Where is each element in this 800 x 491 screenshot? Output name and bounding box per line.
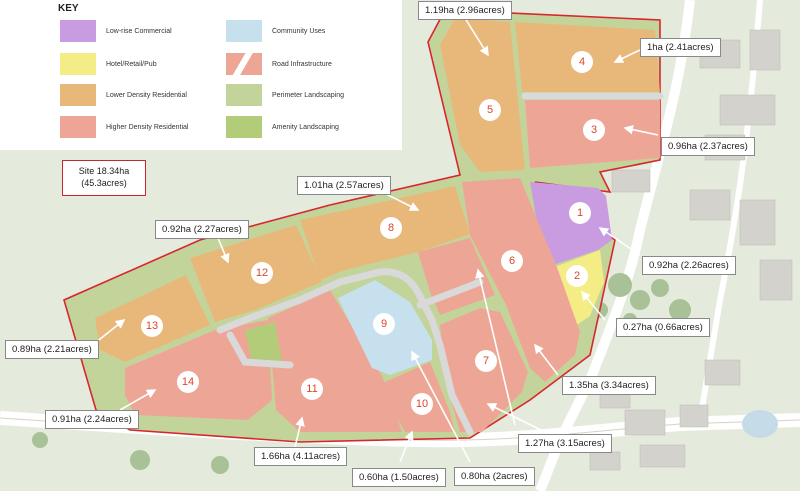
site-total-box: Site 18.34ha (45.3acres) bbox=[62, 160, 146, 196]
parcel-11 bbox=[268, 290, 402, 432]
area-label-6: 1.35ha (3.34acres) bbox=[562, 376, 656, 395]
key-item-amenity-landscaping: Amenity Landscaping bbox=[226, 116, 339, 138]
key-label: Community Uses bbox=[272, 27, 326, 35]
map-key: KEY Low-rise Commercial Hotel/Retail/Pub… bbox=[0, 0, 402, 150]
area-label-5: 1.19ha (2.96acres) bbox=[418, 1, 512, 20]
parcel-number-5: 5 bbox=[479, 99, 501, 121]
area-label-8: 1.01ha (2.57acres) bbox=[297, 176, 391, 195]
area-label-3: 0.96ha (2.37acres) bbox=[661, 137, 755, 156]
area-label-4: 1ha (2.41acres) bbox=[640, 38, 721, 57]
key-item-low-rise-commercial: Low-rise Commercial bbox=[60, 20, 172, 42]
area-label-11: 1.66ha (4.11acres) bbox=[254, 447, 348, 466]
parcel-6 bbox=[462, 178, 580, 382]
parcel-number-6: 6 bbox=[501, 250, 523, 272]
site-area: Site 18.34ha bbox=[78, 166, 130, 176]
parcel-number-10: 10 bbox=[411, 393, 433, 415]
area-label-1: 0.92ha (2.26acres) bbox=[642, 256, 736, 275]
key-swatch bbox=[226, 53, 262, 75]
area-label-10: 0.60ha (1.50acres) bbox=[352, 468, 446, 487]
key-item-hotel-retail-pub: Hotel/Retail/Pub bbox=[60, 53, 157, 75]
pond bbox=[742, 410, 778, 438]
key-swatch bbox=[60, 84, 96, 106]
area-label-2: 0.27ha (0.66acres) bbox=[616, 318, 710, 337]
key-title: KEY bbox=[58, 3, 79, 14]
key-item-perimeter-landscaping: Perimeter Landscaping bbox=[226, 84, 344, 106]
key-item-road-infrastructure: Road Infrastructure bbox=[226, 53, 332, 75]
key-item-higher-density-residential: Higher Density Residential bbox=[60, 116, 188, 138]
site-area-acres: (45.3acres) bbox=[81, 178, 127, 188]
parcel-number-9: 9 bbox=[373, 313, 395, 335]
parcel-number-1: 1 bbox=[569, 202, 591, 224]
area-label-13: 0.89ha (2.21acres) bbox=[5, 340, 99, 359]
parcel-5 bbox=[440, 18, 525, 172]
internal-roads bbox=[216, 92, 664, 436]
key-swatch bbox=[60, 53, 96, 75]
key-label: Amenity Landscaping bbox=[272, 123, 339, 131]
area-label-7: 1.27ha (3.15acres) bbox=[518, 434, 612, 453]
parcel-number-7: 7 bbox=[475, 350, 497, 372]
parcel-number-4: 4 bbox=[571, 51, 593, 73]
key-label: Hotel/Retail/Pub bbox=[106, 60, 157, 68]
parcel-number-12: 12 bbox=[251, 262, 273, 284]
key-swatch bbox=[226, 116, 262, 138]
key-swatch bbox=[226, 20, 262, 42]
key-swatch bbox=[60, 116, 96, 138]
key-item-lower-density-residential: Lower Density Residential bbox=[60, 84, 187, 106]
area-label-12: 0.92ha (2.27acres) bbox=[155, 220, 249, 239]
key-label: Road Infrastructure bbox=[272, 60, 332, 68]
area-label-14: 0.91ha (2.24acres) bbox=[45, 410, 139, 429]
key-swatch bbox=[60, 20, 96, 42]
key-label: Lower Density Residential bbox=[106, 91, 187, 99]
key-label: Perimeter Landscaping bbox=[272, 91, 344, 99]
parcel-number-8: 8 bbox=[380, 217, 402, 239]
parcel-number-3: 3 bbox=[583, 119, 605, 141]
parcel-number-13: 13 bbox=[141, 315, 163, 337]
key-item-community-uses: Community Uses bbox=[226, 20, 325, 42]
parcel-number-2: 2 bbox=[566, 265, 588, 287]
parcel-number-11: 11 bbox=[301, 378, 323, 400]
area-label-9: 0.80ha (2acres) bbox=[454, 467, 535, 486]
amenity-landscaping bbox=[245, 322, 282, 362]
key-label: Low-rise Commercial bbox=[106, 27, 172, 35]
parcel-number-14: 14 bbox=[177, 371, 199, 393]
key-swatch bbox=[226, 84, 262, 106]
key-label: Higher Density Residential bbox=[106, 123, 189, 131]
parcel-1 bbox=[530, 182, 612, 266]
